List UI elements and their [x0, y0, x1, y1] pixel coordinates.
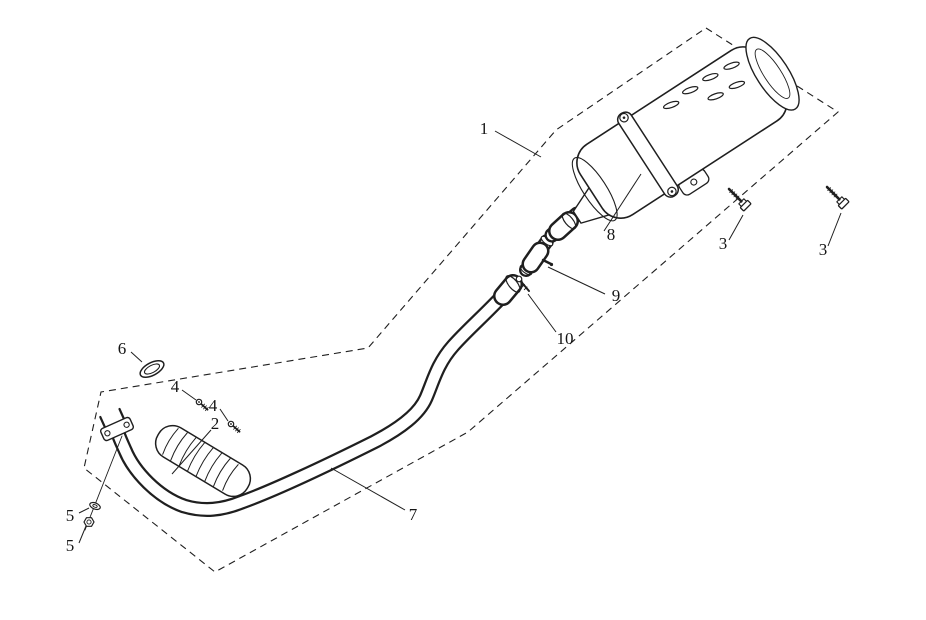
callout-label-6: 6	[118, 339, 127, 358]
muffler-inlet-pipe	[544, 206, 585, 243]
washer-hole	[92, 504, 98, 508]
header-flange	[100, 416, 134, 442]
muffler-front-face	[571, 156, 618, 222]
callout-label-4b: 4	[209, 396, 218, 415]
screw-head-dot	[198, 401, 200, 403]
flange-bolt-hole	[123, 421, 130, 428]
leader-line-5a	[78, 507, 90, 514]
leader-line-7	[330, 467, 406, 511]
leader-line-1	[494, 130, 542, 158]
leader-line-6	[130, 351, 143, 363]
washer-outer	[89, 501, 101, 511]
hanger-bracket-hole	[690, 178, 698, 186]
pipe-bell	[495, 276, 521, 304]
pipe-bell-mouth	[505, 275, 521, 293]
muffler-vent-slot	[702, 72, 719, 82]
leader-lines	[78, 130, 842, 544]
callout-label-4a: 4	[171, 377, 180, 396]
muffler	[571, 36, 800, 224]
strap-bolt-dot	[622, 116, 626, 119]
flange-bolt-hole	[104, 430, 111, 437]
leader-line-4a	[181, 389, 197, 401]
leader-line-5b	[78, 525, 87, 544]
clamp-screw	[541, 258, 553, 266]
clamp-band	[524, 244, 547, 271]
muffler-end-cap-inner	[754, 48, 791, 99]
callout-label-10: 10	[557, 329, 574, 348]
clamp-bolt-head	[515, 275, 523, 283]
callout-label-1: 1	[480, 119, 489, 138]
inlet-collar-ring	[561, 212, 577, 230]
callout-label-2: 2	[211, 414, 220, 433]
muffler-mount-bolt	[825, 185, 850, 210]
muffler-vent-slot	[682, 86, 699, 95]
exhaust-gasket	[139, 359, 165, 379]
bolt-threads	[827, 187, 838, 198]
screw-shaft	[200, 403, 209, 411]
leader-line-3a	[728, 214, 744, 241]
screw-threads	[201, 403, 209, 412]
screw-shaft	[232, 425, 241, 433]
clamp-bolt-threads	[521, 284, 528, 291]
muffler-mount-bolt	[727, 187, 752, 212]
callout-label-5b: 5	[66, 536, 75, 555]
nut-hole	[86, 519, 92, 525]
heat-shield	[154, 424, 252, 498]
callout-label-3a: 3	[719, 234, 728, 253]
heat-shield-ribs	[162, 428, 239, 491]
heat-shield-screw	[227, 420, 241, 434]
pipe-clamp	[521, 241, 554, 274]
exhaust-pipe-body	[112, 283, 515, 515]
leader-line-8	[603, 173, 642, 232]
leader-line-4b	[219, 408, 229, 422]
clamp-bolt-shaft	[520, 280, 530, 292]
callout-label-9: 9	[612, 286, 621, 305]
bolt-threads	[729, 189, 740, 200]
gasket-inner-ring	[143, 363, 161, 375]
leader-line-10	[527, 293, 557, 333]
clamp-bolt	[515, 275, 530, 292]
callout-label-7: 7	[409, 505, 418, 524]
muffler-vent-slot	[707, 92, 724, 101]
leader-line-2	[171, 429, 212, 475]
muffler-end-cap	[745, 36, 800, 111]
leader-line-9	[547, 266, 606, 295]
heat-shield-screw	[195, 398, 209, 412]
inlet-collar	[550, 213, 577, 239]
screw-threads	[233, 425, 241, 434]
flange-stud	[118, 407, 126, 421]
nut-hex	[83, 517, 95, 527]
strap-bolt-dot	[670, 190, 674, 193]
callout-label-5a: 5	[66, 506, 75, 525]
muffler-vent-slot	[723, 61, 740, 70]
callout-label-3b: 3	[819, 240, 828, 259]
exhaust-pipe	[110, 281, 517, 517]
flange-washer	[89, 501, 101, 511]
muffler-vent-slot	[662, 100, 680, 110]
clamp-screw-head	[549, 262, 554, 267]
stud-axis-line	[84, 435, 123, 531]
screw-head-dot	[230, 423, 232, 425]
flange-nut	[83, 517, 95, 527]
callout-label-8: 8	[607, 225, 616, 244]
leader-line-3b	[827, 212, 842, 247]
muffler-vent-slot	[728, 80, 746, 90]
gasket-outer-ring	[139, 359, 165, 379]
flange-stud	[99, 415, 106, 429]
muffler-strap	[616, 111, 680, 198]
